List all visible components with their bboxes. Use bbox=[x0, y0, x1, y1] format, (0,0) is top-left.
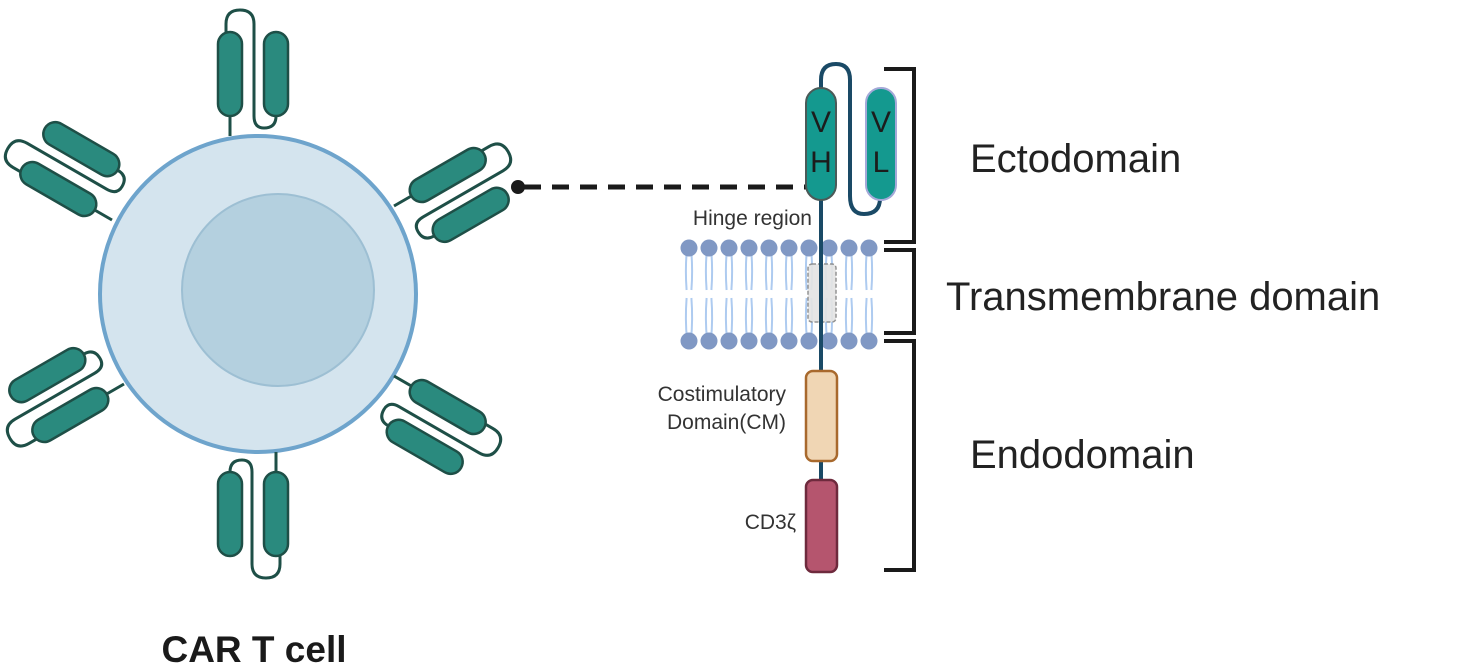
connector-dot bbox=[511, 180, 525, 194]
lipid-head bbox=[760, 332, 778, 350]
vh-label-v: V bbox=[811, 106, 831, 139]
bracket-transmembrane bbox=[884, 248, 916, 335]
lipid-bilayer bbox=[680, 239, 878, 350]
lipid-head bbox=[680, 332, 698, 350]
car-receptor-upper-left bbox=[0, 105, 143, 232]
lipid-head bbox=[720, 332, 738, 350]
costimulatory-label-line2: Domain(CM) bbox=[667, 411, 786, 434]
lipid-head bbox=[780, 332, 798, 350]
vl-domain: V L bbox=[865, 87, 897, 201]
cell-nucleus bbox=[181, 193, 375, 387]
endodomain-label: Endodomain bbox=[970, 433, 1195, 477]
cd3-zeta-label: CD3ζ bbox=[745, 511, 796, 534]
car-t-cell-label: CAR T cell bbox=[161, 629, 346, 668]
lipid-head bbox=[860, 332, 878, 350]
region-brackets bbox=[884, 67, 916, 572]
lipid-head bbox=[820, 332, 838, 350]
lipid-head bbox=[780, 239, 798, 257]
lipid-head bbox=[820, 239, 838, 257]
zoom-connector bbox=[511, 180, 806, 194]
lipid-head bbox=[800, 332, 818, 350]
vl-label-v: V bbox=[871, 106, 891, 139]
car-t-cell bbox=[98, 134, 418, 454]
lipid-head bbox=[700, 239, 718, 257]
vh-domain: V H bbox=[805, 87, 837, 201]
ectodomain-label: Ectodomain bbox=[970, 137, 1181, 181]
cd3-zeta-domain bbox=[804, 478, 839, 574]
lipid-head bbox=[740, 332, 758, 350]
lipid-head bbox=[680, 239, 698, 257]
bracket-ectodomain bbox=[884, 67, 916, 244]
hinge-region-label: Hinge region bbox=[693, 207, 812, 230]
lipid-head bbox=[840, 239, 858, 257]
lipid-head bbox=[760, 239, 778, 257]
vh-label-h: H bbox=[810, 146, 832, 179]
car-receptor-upper-right bbox=[386, 131, 534, 258]
lipid-head bbox=[860, 239, 878, 257]
lipid-head bbox=[740, 239, 758, 257]
lipid-head bbox=[720, 239, 738, 257]
scfv-linker bbox=[819, 61, 882, 217]
car-receptor-bottom bbox=[216, 450, 290, 580]
costimulatory-domain bbox=[804, 369, 839, 463]
bracket-endodomain bbox=[884, 339, 916, 572]
lipid-head bbox=[800, 239, 818, 257]
lipid-head bbox=[700, 332, 718, 350]
lipid-head bbox=[840, 332, 858, 350]
car-construct: V H V L Hinge region Costimulatory Domai… bbox=[658, 61, 897, 574]
transmembrane-domain-label: Transmembrane domain bbox=[946, 275, 1380, 319]
costimulatory-label-line1: Costimulatory bbox=[658, 383, 787, 406]
car-receptor-top bbox=[216, 8, 290, 138]
vl-label-l: L bbox=[873, 146, 890, 179]
